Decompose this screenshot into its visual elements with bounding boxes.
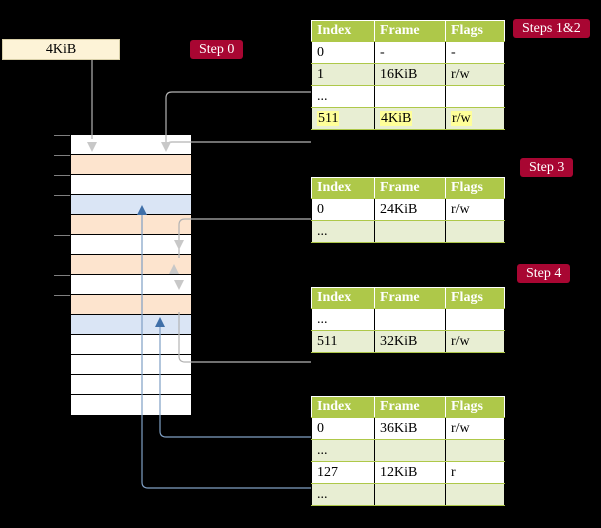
memory-frame-row <box>71 135 191 155</box>
table-cell-flags: r/w <box>445 198 505 221</box>
memory-frame-row <box>71 215 191 235</box>
table-cell-index: 511 <box>311 107 375 130</box>
frame-tick <box>54 135 70 136</box>
memory-frame-row <box>71 395 191 415</box>
table-cell-flags <box>445 308 505 331</box>
table-row: 511 4KiB r/w <box>311 107 505 130</box>
memory-frame-row <box>71 195 191 215</box>
table-cell-flags <box>445 85 505 108</box>
memory-frame-row <box>71 255 191 275</box>
table-header-index: Index <box>311 287 375 309</box>
table-cell-flags <box>445 439 505 462</box>
table-cell-flags: r <box>445 461 505 484</box>
frame-tick <box>54 175 70 176</box>
table-row: 0-- <box>311 41 505 64</box>
memory-frame-row <box>71 275 191 295</box>
frame-tick <box>54 235 70 236</box>
highlight-mark: 511 <box>317 110 340 126</box>
frame-tick <box>54 295 70 296</box>
table-cell-frame: 24KiB <box>374 198 446 221</box>
table-cell-frame: 16KiB <box>374 63 446 86</box>
table-row: ... <box>311 483 505 506</box>
table-header-index: Index <box>311 20 375 42</box>
memory-frame-row <box>71 335 191 355</box>
memory-frame-row <box>71 175 191 195</box>
step-4-badge: Step 4 <box>517 264 571 283</box>
table-cell-index: ... <box>311 483 375 506</box>
table-cell-index: ... <box>311 85 375 108</box>
table-cell-index: 0 <box>311 41 375 64</box>
memory-frame-row <box>71 355 191 375</box>
physical-memory-frames <box>70 134 191 415</box>
table-cell-index: 0 <box>311 198 375 221</box>
table-cell-frame <box>374 439 446 462</box>
steps-1-2-badge: Steps 1&2 <box>513 19 590 38</box>
highlight-mark: r/w <box>451 110 472 126</box>
table-cell-frame: 36KiB <box>374 417 446 440</box>
table-header-flags: Flags <box>445 20 505 42</box>
table-cell-index: ... <box>311 220 375 243</box>
table-cell-frame: 32KiB <box>374 330 446 353</box>
table-cell-index: 0 <box>311 417 375 440</box>
table-cell-frame: 12KiB <box>374 461 446 484</box>
virtual-address-box: 4KiB <box>2 39 120 60</box>
memory-frame-row <box>71 295 191 315</box>
table-row: ... <box>311 308 505 331</box>
step-0-badge: Step 0 <box>190 40 244 59</box>
table-cell-flags: r/w <box>445 107 505 130</box>
memory-frame-row <box>71 375 191 395</box>
table-header-flags: Flags <box>445 287 505 309</box>
table-header-frame: Frame <box>374 177 446 199</box>
table-cell-frame <box>374 483 446 506</box>
table-header-frame: Frame <box>374 287 446 309</box>
table-cell-flags <box>445 220 505 243</box>
table-header-index: Index <box>311 396 375 418</box>
frame-tick <box>54 195 70 196</box>
frame-tick <box>54 155 70 156</box>
table-cell-frame <box>374 220 446 243</box>
table-cell-frame <box>374 308 446 331</box>
table-row: ... <box>311 85 505 108</box>
table-cell-flags: r/w <box>445 63 505 86</box>
table-cell-flags: r/w <box>445 417 505 440</box>
table-row: ... <box>311 439 505 462</box>
table-cell-index: ... <box>311 308 375 331</box>
table-header-index: Index <box>311 177 375 199</box>
table-row: ... <box>311 220 505 243</box>
table-header-frame: Frame <box>374 396 446 418</box>
table-cell-frame: - <box>374 41 446 64</box>
table-cell-index: 1 <box>311 63 375 86</box>
highlight-mark: 4KiB <box>380 110 413 126</box>
table-cell-flags <box>445 483 505 506</box>
table-cell-index: 127 <box>311 461 375 484</box>
memory-frame-row <box>71 155 191 175</box>
table-cell-flags: - <box>445 41 505 64</box>
step-3-badge: Step 3 <box>520 158 574 177</box>
table-cell-frame <box>374 85 446 108</box>
memory-frame-row <box>71 315 191 335</box>
virtual-address-label: 4KiB <box>45 42 77 57</box>
table-cell-frame: 4KiB <box>374 107 446 130</box>
table-header-flags: Flags <box>445 396 505 418</box>
memory-frame-row <box>71 235 191 255</box>
table-cell-index: ... <box>311 439 375 462</box>
table-cell-flags: r/w <box>445 330 505 353</box>
table-header-frame: Frame <box>374 20 446 42</box>
frame-tick <box>54 275 70 276</box>
table-cell-index: 511 <box>311 330 375 353</box>
table-header-flags: Flags <box>445 177 505 199</box>
